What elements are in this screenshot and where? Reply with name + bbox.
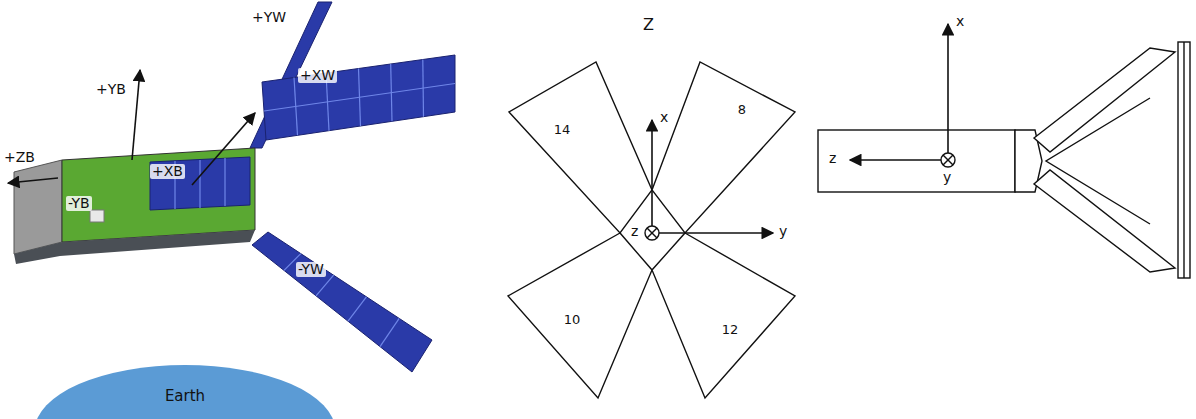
axis-label: y <box>779 224 787 239</box>
axis-label: y <box>943 170 951 185</box>
axis-arrows <box>8 70 255 185</box>
panel-edge <box>1183 42 1184 278</box>
axis-label: x <box>956 14 964 29</box>
axis-label: +XW <box>298 68 337 83</box>
end-face <box>14 160 62 254</box>
axis-label: +XB <box>150 164 185 179</box>
node-outline <box>650 60 797 235</box>
body-side <box>62 148 255 242</box>
axis-arrow <box>192 113 255 185</box>
axis-label: z <box>631 224 638 239</box>
node-outline <box>507 60 654 235</box>
panel-cells <box>264 60 455 136</box>
earth-shape: Earth <box>35 365 335 419</box>
axis-label: x <box>660 110 668 125</box>
solar-panel-node: 14 <box>507 60 654 235</box>
panel-outline <box>1034 48 1175 152</box>
panel-edge <box>1046 98 1150 224</box>
solar-panel-outline <box>508 233 652 398</box>
axis-label: +ZB <box>4 150 35 165</box>
view-label: Z <box>643 16 654 34</box>
solar-panel-node: 10 <box>506 231 654 400</box>
body-name: Earth <box>165 388 205 405</box>
axis-arrow <box>659 232 773 234</box>
earth-shape <box>35 365 335 419</box>
body-cells <box>150 157 250 210</box>
side-view <box>818 42 1190 278</box>
solar-panel <box>252 232 432 372</box>
cubesat <box>8 2 455 372</box>
axis-label: z <box>829 151 836 166</box>
axis-arrow <box>132 70 140 160</box>
solar-panel-node: 12 <box>650 231 797 400</box>
body-marker <box>90 210 104 222</box>
into-page-symbol <box>645 226 659 240</box>
panel-cells <box>284 254 399 347</box>
axis-label: +YB <box>96 82 126 97</box>
panel-outline <box>1034 170 1175 272</box>
panel-number: 10 <box>564 313 581 327</box>
solar-panel <box>262 55 455 140</box>
solar-panel-outline <box>652 233 795 398</box>
axis-arrow <box>8 178 58 183</box>
panel-outline <box>1178 42 1190 278</box>
panel-number: 8 <box>738 103 746 117</box>
axis-label: -YB <box>66 196 92 211</box>
solar-panel-node: 8 <box>650 60 797 235</box>
axis-arrow <box>947 24 949 153</box>
node-outline <box>650 231 797 400</box>
solar-panel-outline <box>652 62 795 233</box>
axis-arrow <box>651 120 653 226</box>
axis-label: +YW <box>252 10 286 25</box>
panel-number: 12 <box>722 323 739 337</box>
body-bottom <box>14 230 255 264</box>
solar-panel-outline <box>509 62 652 233</box>
axis-label: -YW <box>296 262 326 277</box>
axis-arrow <box>850 159 941 161</box>
axis-arrows <box>850 24 948 160</box>
body-outline <box>818 130 1015 192</box>
panel-number: 14 <box>554 123 571 137</box>
into-page-symbol <box>941 153 955 167</box>
